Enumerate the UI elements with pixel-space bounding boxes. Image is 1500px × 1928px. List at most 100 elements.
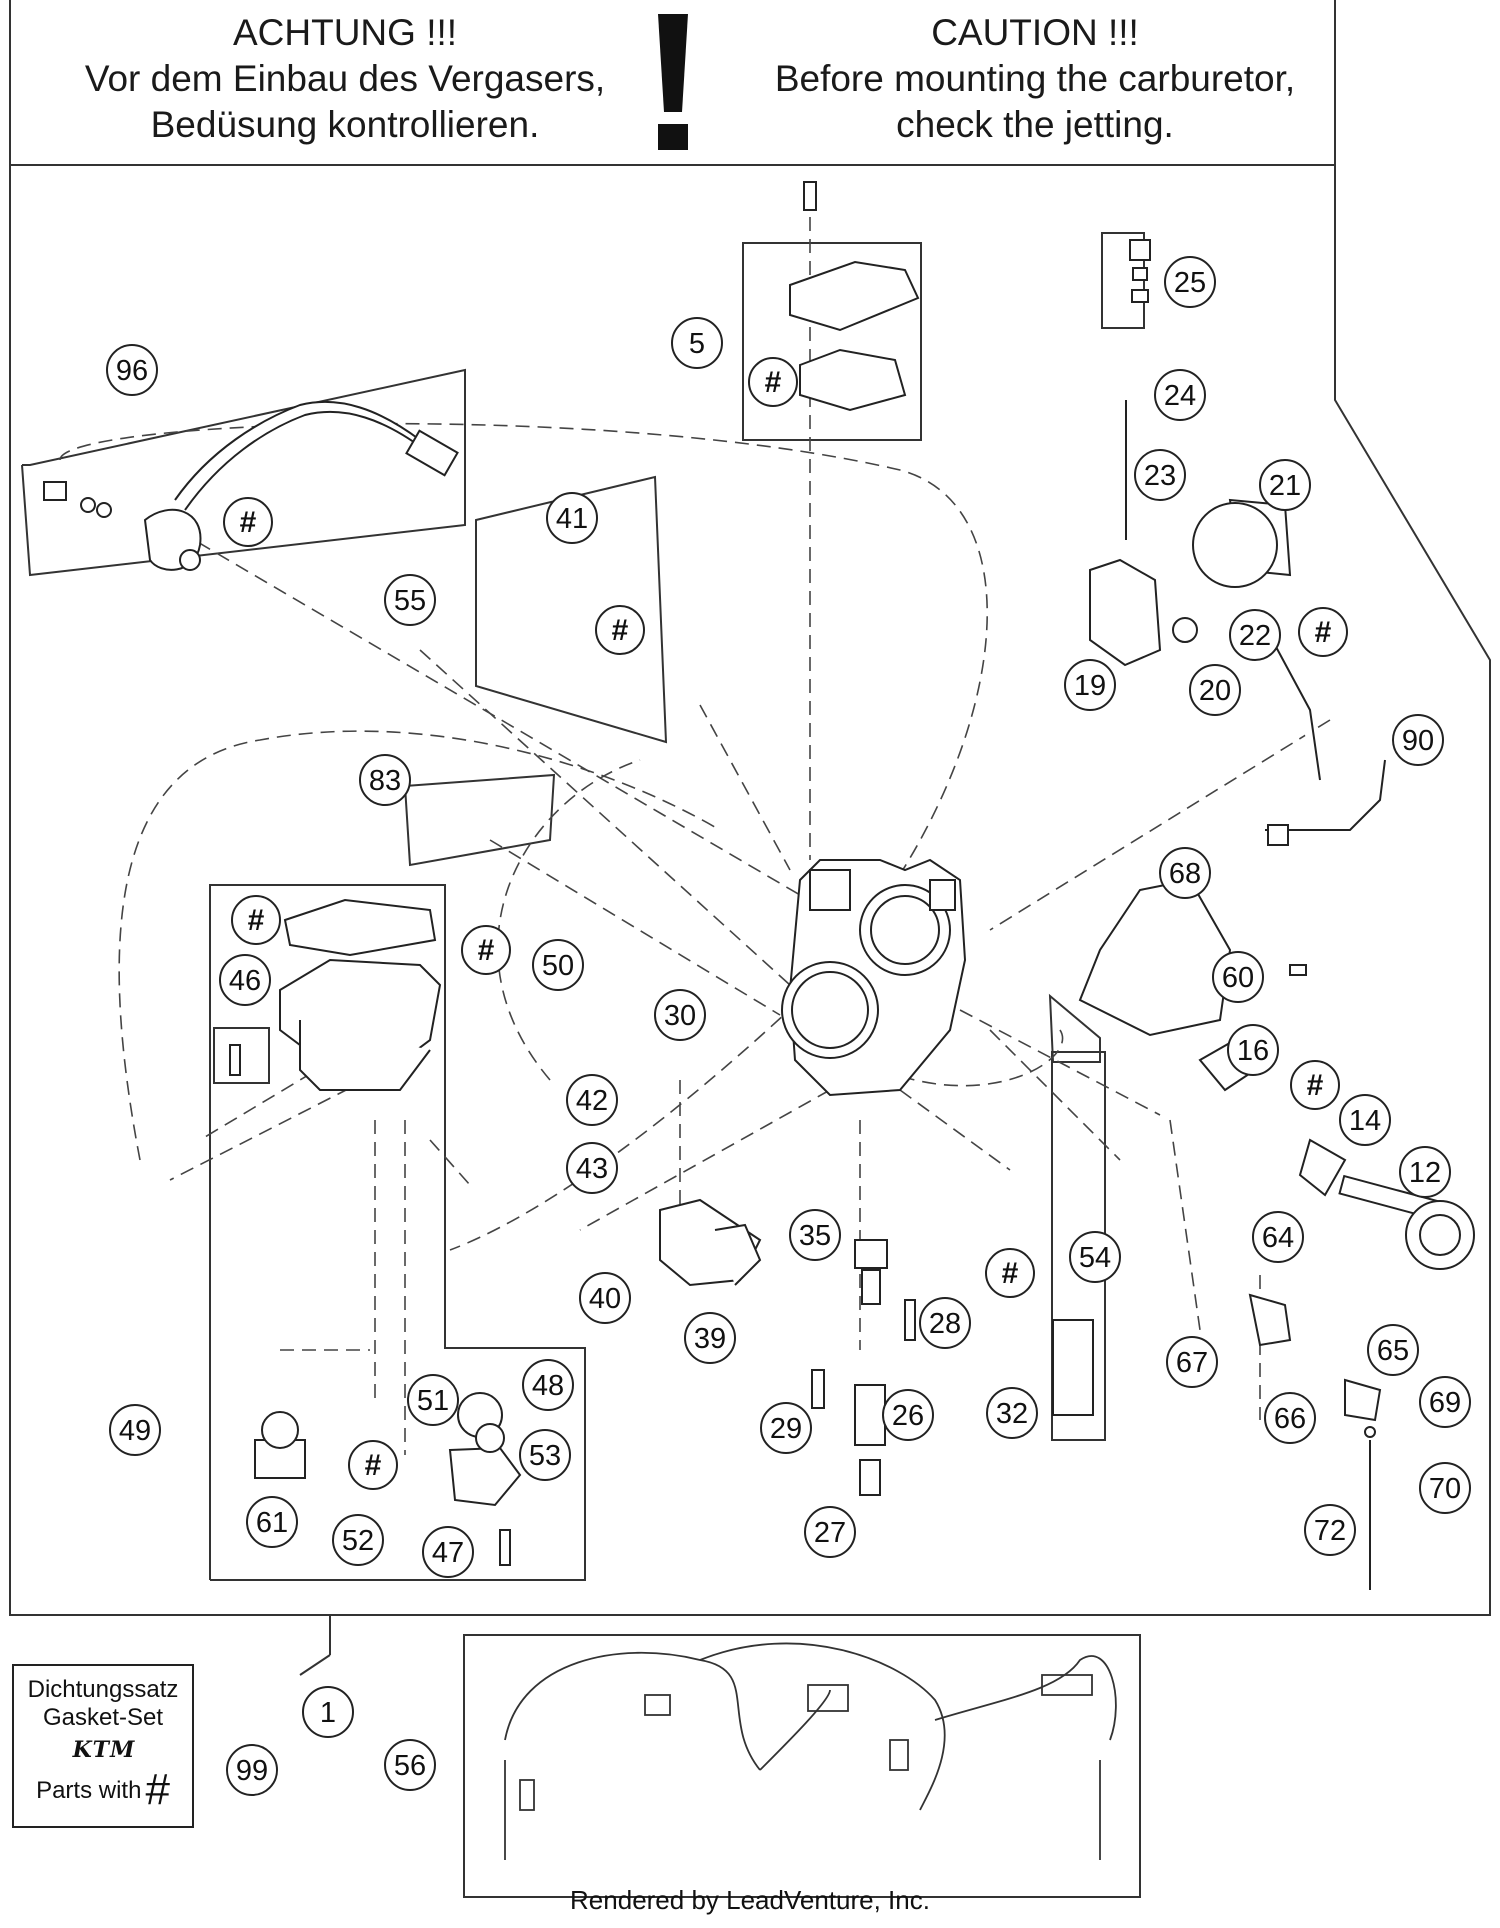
callout-61 bbox=[246, 1496, 298, 1548]
callout-55 bbox=[384, 574, 436, 626]
callout-56 bbox=[384, 1739, 436, 1791]
gasket-set-note-text: Parts with bbox=[36, 1777, 142, 1804]
callout-number-99: 99 bbox=[236, 1755, 268, 1787]
callout-60 bbox=[1212, 951, 1264, 1003]
parts-set-marker: # bbox=[478, 934, 495, 967]
callout-41 bbox=[546, 492, 598, 544]
callout-25 bbox=[1164, 256, 1216, 308]
callout-number-66: 66 bbox=[1274, 1403, 1306, 1435]
gasket-set-english: Gasket-Set bbox=[42, 1704, 164, 1731]
callout-number-43: 43 bbox=[576, 1153, 608, 1185]
callout-67 bbox=[1166, 1336, 1218, 1388]
callout-number-1: 1 bbox=[320, 1697, 336, 1729]
warning-english-line-3: check the jetting. bbox=[896, 104, 1174, 145]
callout-number-90: 90 bbox=[1402, 725, 1434, 757]
callout-number-14: 14 bbox=[1349, 1105, 1381, 1137]
warning-german-line-3: Bedüsung kontrollieren. bbox=[150, 104, 540, 145]
exclamation-icon bbox=[652, 14, 694, 150]
callout-number-16: 16 bbox=[1237, 1035, 1269, 1067]
callout-99 bbox=[226, 1744, 278, 1796]
callout-number-48: 48 bbox=[532, 1370, 564, 1402]
callout-12 bbox=[1399, 1146, 1451, 1198]
callout-number-49: 49 bbox=[119, 1415, 151, 1447]
callout-54 bbox=[1069, 1231, 1121, 1283]
callout-69 bbox=[1419, 1376, 1471, 1428]
callout-number-70: 70 bbox=[1429, 1473, 1461, 1505]
ktm-logo: KTM bbox=[72, 1737, 136, 1763]
callout-43 bbox=[566, 1142, 618, 1194]
callout-65 bbox=[1367, 1324, 1419, 1376]
callout-24 bbox=[1154, 369, 1206, 421]
callout-number-20: 20 bbox=[1199, 675, 1231, 707]
hash-symbol: # bbox=[145, 1765, 170, 1814]
footer-credit: Rendered by LeadVenture, Inc. bbox=[570, 1885, 930, 1915]
callout-number-83: 83 bbox=[369, 765, 401, 797]
callout-51 bbox=[407, 1374, 459, 1426]
parts-set-marker: # bbox=[365, 1449, 382, 1482]
callout-number-67: 67 bbox=[1176, 1347, 1208, 1379]
callout-46 bbox=[219, 954, 271, 1006]
callout-number-60: 60 bbox=[1222, 962, 1254, 994]
callout-number-47: 47 bbox=[432, 1537, 464, 1569]
gasket-set-german: Dichtungssatz bbox=[27, 1676, 179, 1703]
warning-english-line-1: CAUTION !!! bbox=[931, 12, 1139, 53]
callout-20 bbox=[1189, 664, 1241, 716]
warning-german-line-1: ACHTUNG !!! bbox=[232, 12, 458, 53]
callout-68 bbox=[1159, 847, 1211, 899]
callout-number-5: 5 bbox=[689, 328, 705, 360]
callout-22 bbox=[1229, 609, 1281, 661]
callout-number-68: 68 bbox=[1169, 858, 1201, 890]
callout-number-28: 28 bbox=[929, 1308, 961, 1340]
warning-english: CAUTION !!! Before mounting the carburet… bbox=[725, 10, 1345, 148]
parts-set-marker: # bbox=[240, 506, 257, 539]
callout-number-72: 72 bbox=[1314, 1515, 1346, 1547]
callout-number-32: 32 bbox=[996, 1398, 1028, 1430]
parts-set-marker: # bbox=[765, 366, 782, 399]
callout-number-65: 65 bbox=[1377, 1335, 1409, 1367]
callout-number-64: 64 bbox=[1262, 1222, 1294, 1254]
callout-number-27: 27 bbox=[814, 1517, 846, 1549]
callout-66 bbox=[1264, 1392, 1316, 1444]
callout-29 bbox=[760, 1402, 812, 1454]
callout-number-46: 46 bbox=[229, 965, 261, 997]
parts-set-marker: # bbox=[1002, 1257, 1019, 1290]
callout-50 bbox=[532, 939, 584, 991]
callout-number-61: 61 bbox=[256, 1507, 288, 1539]
callout-number-22: 22 bbox=[1239, 620, 1271, 652]
callout-number-12: 12 bbox=[1409, 1157, 1441, 1189]
callout-number-35: 35 bbox=[799, 1220, 831, 1252]
callout-number-26: 26 bbox=[892, 1400, 924, 1432]
callout-72 bbox=[1304, 1504, 1356, 1556]
callout-number-39: 39 bbox=[694, 1323, 726, 1355]
callout-14 bbox=[1339, 1094, 1391, 1146]
callout-number-53: 53 bbox=[529, 1440, 561, 1472]
callout-83 bbox=[359, 754, 411, 806]
callout-number-41: 41 bbox=[556, 503, 588, 535]
callout-number-52: 52 bbox=[342, 1525, 374, 1557]
callout-52 bbox=[332, 1514, 384, 1566]
callout-47 bbox=[422, 1526, 474, 1578]
callout-number-29: 29 bbox=[770, 1413, 802, 1445]
callout-30 bbox=[654, 989, 706, 1041]
callout-number-42: 42 bbox=[576, 1085, 608, 1117]
callout-26 bbox=[882, 1389, 934, 1441]
callout-number-40: 40 bbox=[589, 1283, 621, 1315]
callout-96 bbox=[106, 344, 158, 396]
callout-48 bbox=[522, 1359, 574, 1411]
callout-number-23: 23 bbox=[1144, 460, 1176, 492]
callout-number-30: 30 bbox=[664, 1000, 696, 1032]
callout-64 bbox=[1252, 1211, 1304, 1263]
callout-5 bbox=[671, 317, 723, 369]
parts-set-marker: # bbox=[1315, 616, 1332, 649]
callout-40 bbox=[579, 1272, 631, 1324]
callout-1 bbox=[302, 1686, 354, 1738]
callout-number-24: 24 bbox=[1164, 380, 1196, 412]
gasket-set-label: Dichtungssatz Gasket-Set KTM Parts with# bbox=[12, 1664, 194, 1828]
callout-19 bbox=[1064, 659, 1116, 711]
callout-number-54: 54 bbox=[1079, 1242, 1111, 1274]
callout-53 bbox=[519, 1429, 571, 1481]
warning-german-line-2: Vor dem Einbau des Vergasers, bbox=[84, 58, 606, 99]
callout-number-25: 25 bbox=[1174, 267, 1206, 299]
